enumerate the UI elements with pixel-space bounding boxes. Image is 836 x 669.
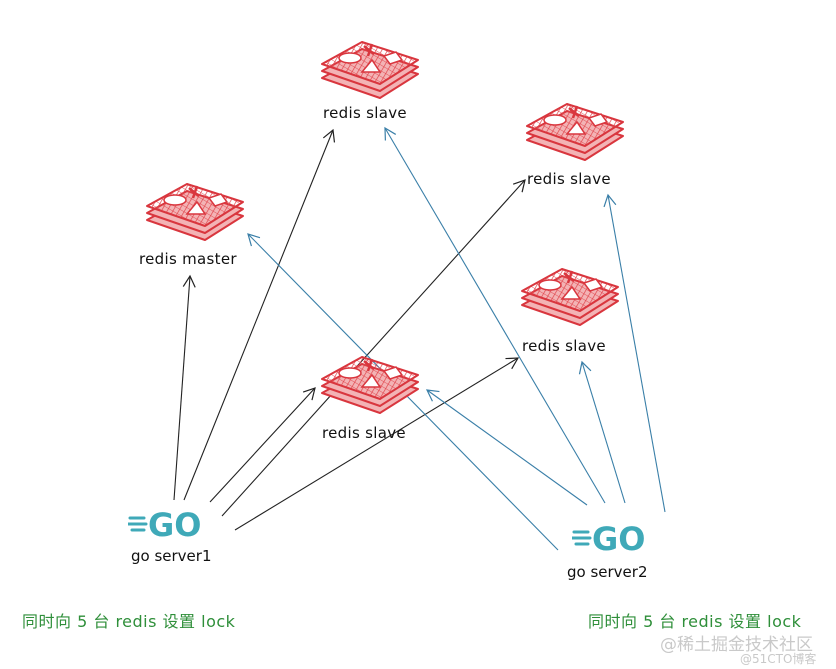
node-label-slave-right-top: redis slave [527, 170, 611, 188]
node-label-slave-center: redis slave [322, 424, 406, 442]
nodes-layer [146, 41, 624, 414]
go-logo-server2: GO [570, 520, 662, 558]
redis-logo-icon-slave-center [321, 356, 419, 414]
arrow-go2-to-slave_right_mid [578, 360, 626, 504]
node-label-go2: go server2 [567, 563, 648, 581]
redis-logo-icon-slave-top [321, 41, 419, 99]
go-gopher-speed-lines-icon: GO [570, 520, 645, 558]
redis-logo-icon-slave-right-top [526, 103, 624, 161]
note-right: 同时向 5 台 redis 设置 lock [588, 612, 802, 631]
watermark-juejin: @稀土掘金技术社区 [660, 635, 813, 655]
node-label-slave-right-mid: redis slave [522, 337, 606, 355]
arrow-go1-to-slave_top [183, 128, 336, 501]
arrow-go2-to-slave_right_top [603, 193, 666, 513]
node-label-slave-top: redis slave [323, 104, 407, 122]
arrow-go2-to-slave_top [384, 126, 606, 504]
arrow-go1-to-slave_center [209, 387, 316, 503]
redis-logo-icon-master [146, 183, 244, 241]
node-label-go1: go server1 [131, 547, 212, 565]
redis-logo-icon-slave-right-mid [521, 268, 619, 326]
arrow-go2-to-slave_center [425, 389, 588, 506]
go-logo-text: GO [148, 506, 201, 540]
arrow-go1-to-master [173, 274, 196, 501]
arrow-go1-to-slave_right_mid [234, 357, 520, 531]
go-gopher-speed-lines-icon: GO [126, 506, 201, 544]
watermark-51cto: @51CTO博客 [740, 652, 817, 666]
arrow-go1-to-slave_right_top [221, 179, 526, 517]
go-logo-text: GO [592, 520, 645, 554]
go-logo-server1: GO [126, 506, 218, 544]
note-left: 同时向 5 台 redis 设置 lock [22, 612, 236, 631]
node-label-master: redis master [139, 250, 237, 268]
